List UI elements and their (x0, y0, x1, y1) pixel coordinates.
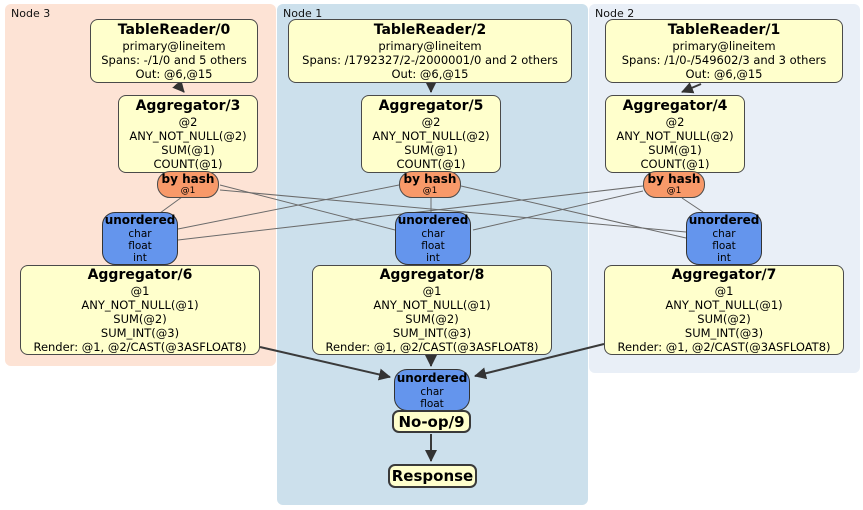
processor-detail: COUNT(@1) (396, 156, 466, 171)
sync-type: int (426, 252, 440, 264)
sync-type: char (421, 228, 445, 240)
processor-title: Aggregator/8 (379, 266, 485, 283)
tablereader-0-box: TableReader/0 primary@lineitem Spans: -/… (90, 19, 258, 83)
router-title: by hash (161, 172, 215, 186)
router-title: by hash (403, 172, 457, 186)
router-column: @1 (180, 186, 196, 196)
node-3-label: Node 3 (11, 7, 51, 20)
unordered-sync-node1: unordered char float int (395, 212, 471, 265)
processor-detail: SUM(@1) (161, 142, 215, 157)
processor-title: TableReader/1 (667, 21, 781, 38)
sync-type: char (420, 385, 444, 398)
sync-type: float (712, 240, 736, 252)
sync-title: unordered (397, 213, 469, 227)
processor-title: No-op/9 (398, 412, 465, 431)
processor-detail: primary@lineitem (672, 38, 776, 53)
processor-detail: Spans: -/1/0 and 5 others (101, 52, 247, 67)
by-hash-router-node1: by hash @1 (399, 171, 461, 198)
sync-type: char (128, 228, 152, 240)
by-hash-router-node3: by hash @1 (157, 171, 219, 198)
processor-detail: ANY_NOT_NULL(@1) (373, 297, 491, 312)
sync-type: float (128, 240, 152, 252)
unordered-sync-node3: unordered char float int (102, 212, 178, 265)
sync-type: float (420, 397, 444, 410)
processor-detail: SUM(@2) (697, 311, 751, 326)
sync-type: int (133, 252, 147, 264)
processor-detail: ANY_NOT_NULL(@2) (372, 128, 490, 143)
processor-detail: @1 (422, 283, 442, 298)
processor-detail: COUNT(@1) (153, 156, 223, 171)
processor-detail: SUM_INT(@3) (684, 325, 764, 340)
processor-detail: Spans: /1/0-/549602/3 and 3 others (621, 52, 827, 67)
aggregator-6-box: Aggregator/6 @1 ANY_NOT_NULL(@1) SUM(@2)… (20, 265, 260, 355)
processor-detail: SUM(@2) (113, 311, 167, 326)
processor-detail: @2 (665, 114, 685, 129)
processor-detail: Render: @1, @2/CAST(@3ASFLOAT8) (325, 339, 539, 354)
processor-detail: @1 (714, 283, 734, 298)
noop-9-box: No-op/9 (392, 410, 471, 433)
processor-detail: Render: @1, @2/CAST(@3ASFLOAT8) (33, 339, 247, 354)
processor-detail: ANY_NOT_NULL(@2) (129, 128, 247, 143)
processor-detail: Out: @6,@15 (391, 66, 469, 81)
processor-detail: Render: @1, @2/CAST(@3ASFLOAT8) (617, 339, 831, 354)
processor-detail: Spans: /1792327/2-/2000001/0 and 2 other… (302, 52, 558, 67)
processor-detail: @1 (130, 283, 150, 298)
processor-detail: SUM(@1) (648, 142, 702, 157)
sync-title: unordered (688, 213, 760, 227)
aggregator-8-box: Aggregator/8 @1 ANY_NOT_NULL(@1) SUM(@2)… (312, 265, 552, 355)
processor-title: TableReader/2 (373, 21, 487, 38)
processor-title: Response (391, 467, 474, 485)
processor-title: Aggregator/5 (378, 97, 484, 114)
sync-title: unordered (396, 370, 468, 385)
aggregator-5-box: Aggregator/5 @2 ANY_NOT_NULL(@2) SUM(@1)… (361, 95, 501, 173)
processor-detail: ANY_NOT_NULL(@1) (81, 297, 199, 312)
processor-detail: primary@lineitem (122, 38, 226, 53)
router-title: by hash (647, 172, 701, 186)
processor-title: TableReader/0 (117, 21, 231, 38)
processor-title: Aggregator/3 (135, 97, 241, 114)
processor-detail: Out: @6,@15 (685, 66, 763, 81)
processor-title: Aggregator/4 (622, 97, 728, 114)
sync-type: char (712, 228, 736, 240)
processor-detail: COUNT(@1) (640, 156, 710, 171)
sync-title: unordered (104, 213, 176, 227)
node-2-label: Node 2 (595, 7, 635, 20)
processor-detail: @2 (421, 114, 441, 129)
sync-type: int (717, 252, 731, 264)
processor-detail: @2 (178, 114, 198, 129)
router-column: @1 (666, 186, 682, 196)
processor-detail: ANY_NOT_NULL(@1) (665, 297, 783, 312)
tablereader-1-box: TableReader/1 primary@lineitem Spans: /1… (605, 19, 843, 83)
processor-title: Aggregator/7 (671, 266, 777, 283)
aggregator-7-box: Aggregator/7 @1 ANY_NOT_NULL(@1) SUM(@2)… (604, 265, 844, 355)
sync-type: float (421, 240, 445, 252)
processor-detail: ANY_NOT_NULL(@2) (616, 128, 734, 143)
unordered-sync-node2: unordered char float int (686, 212, 762, 265)
processor-detail: SUM_INT(@3) (392, 325, 472, 340)
tablereader-2-box: TableReader/2 primary@lineitem Spans: /1… (288, 19, 572, 83)
response-box: Response (388, 464, 477, 488)
node-1-label: Node 1 (283, 7, 323, 20)
processor-detail: SUM(@1) (404, 142, 458, 157)
processor-detail: Out: @6,@15 (135, 66, 213, 81)
processor-title: Aggregator/6 (87, 266, 193, 283)
processor-detail: SUM(@2) (405, 311, 459, 326)
router-column: @1 (422, 186, 438, 196)
processor-detail: primary@lineitem (378, 38, 482, 53)
by-hash-router-node2: by hash @1 (643, 171, 705, 198)
aggregator-4-box: Aggregator/4 @2 ANY_NOT_NULL(@2) SUM(@1)… (605, 95, 745, 173)
unordered-sync-final: unordered char float (394, 369, 470, 411)
aggregator-3-box: Aggregator/3 @2 ANY_NOT_NULL(@2) SUM(@1)… (118, 95, 258, 173)
processor-detail: SUM_INT(@3) (100, 325, 180, 340)
